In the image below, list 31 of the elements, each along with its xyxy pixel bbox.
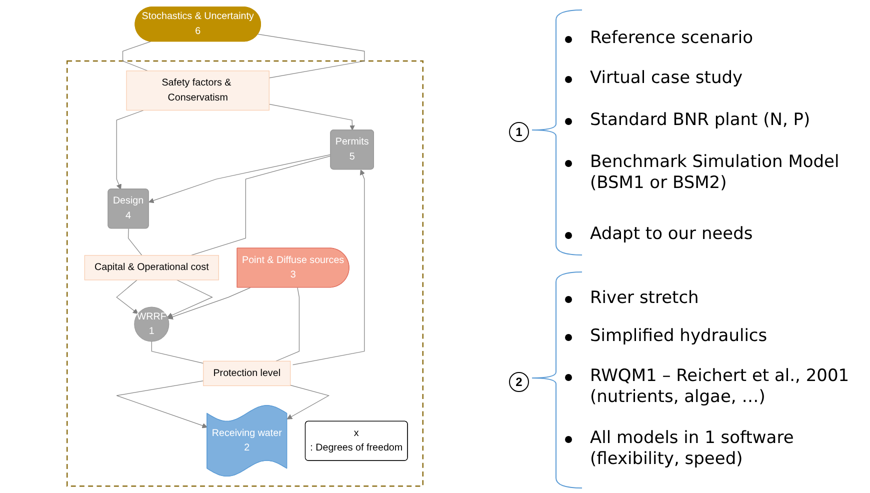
bullet-item: Adapt to our needs (590, 224, 754, 245)
bullet-item: Virtual case study (590, 68, 744, 89)
arrow (116, 110, 144, 190)
arrow (286, 384, 330, 420)
bullet-item: Simplified hydraulics (590, 326, 768, 347)
arrow (168, 287, 251, 320)
node-box: Protection level (203, 360, 291, 386)
bullet-item: Reference scenario (590, 28, 754, 49)
connector (122, 41, 151, 72)
arrow (167, 280, 213, 318)
bullet-item: All models in 1 software (flexibility, speed) (590, 428, 795, 470)
connector (258, 34, 365, 78)
connector (276, 287, 300, 362)
connector (151, 341, 204, 364)
arrow (116, 380, 208, 428)
arrow (292, 170, 366, 366)
callout-number: 1 (509, 122, 529, 142)
arrow (116, 280, 138, 314)
arrow (148, 154, 332, 204)
bullet-item: RWQM1 – Reichert et al., 2001 (nutrients, algae, …) (590, 366, 850, 408)
bullet-item: Standard BNR plant (N, P) (590, 110, 812, 131)
bullet-item: River stretch (590, 288, 700, 309)
node-box: Capital & Operational cost (84, 255, 219, 280)
connector (128, 228, 142, 256)
connector (190, 156, 332, 256)
arrow (268, 104, 355, 130)
callout-number: 2 (509, 372, 529, 392)
node-box: Safety factors & Conservatism (126, 70, 270, 111)
cluster (66, 60, 424, 487)
node-circle: WRRF 1 (134, 306, 170, 342)
bullet-item: Benchmark Simulation Model (BSM1 or BSM2) (590, 152, 840, 194)
